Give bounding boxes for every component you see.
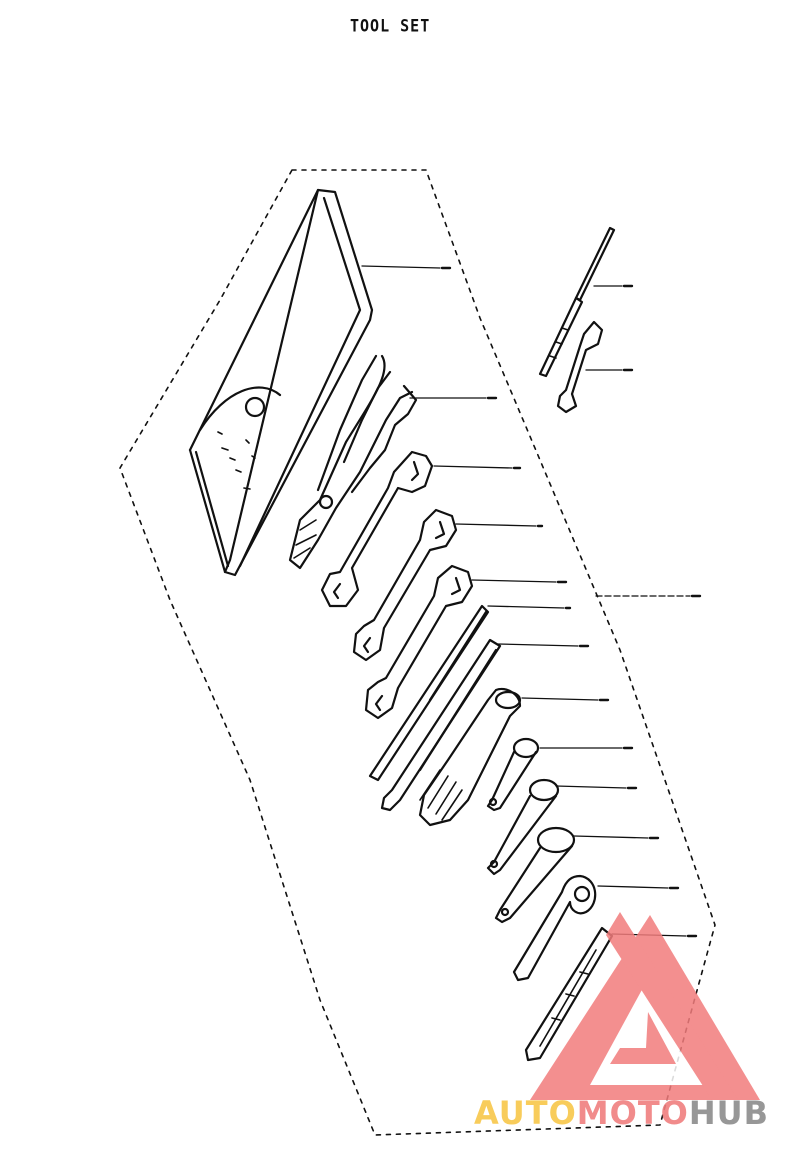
double-end-wrench-3 [364,564,474,720]
spark-plug-socket [418,687,522,827]
page-title: TOOL SET [350,16,431,36]
double-end-wrench-2 [352,508,458,662]
watermark-moto: MOTO [576,1094,689,1132]
screwdriver-small [538,226,616,378]
watermark-auto: AUTO [474,1094,577,1132]
screwdriver-grip [380,638,502,812]
screwdriver [368,604,490,782]
part-number-marks [440,266,702,938]
watermark-text: AUTOMOTOHUB [474,1094,769,1132]
double-end-wrench-1 [320,450,434,608]
socket-2 [486,778,560,876]
pliers [288,354,418,570]
tool-bag [188,188,374,577]
socket-1 [486,737,540,812]
kit-outline [119,169,716,1136]
watermark-hub: HUB [688,1094,770,1132]
pin-spanner [512,874,597,982]
socket-3 [494,826,576,924]
automotohub-logo [530,912,760,1100]
wrench-small [556,320,604,414]
